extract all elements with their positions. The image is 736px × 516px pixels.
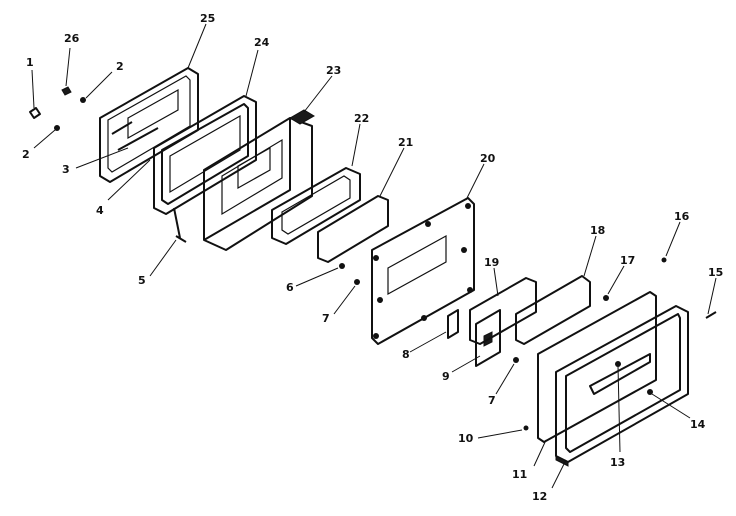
rod-part-15: [705, 277, 717, 319]
callout-12: 12: [532, 490, 547, 503]
screw-part-17: [603, 265, 625, 301]
outer-glass-part-11: [533, 291, 657, 467]
callout-4: 4: [96, 204, 104, 217]
callout-15: 15: [708, 266, 723, 279]
callout-19: 19: [484, 256, 499, 269]
screw-part-10: [477, 425, 529, 439]
clip-part-2-upper: [80, 71, 113, 103]
callout-2-lower: 2: [22, 148, 30, 161]
callout-23: 23: [326, 64, 341, 77]
callout-11: 11: [512, 468, 527, 481]
callout-13: 13: [610, 456, 625, 469]
callout-24: 24: [254, 36, 270, 49]
insulation-part-19: [469, 267, 537, 345]
callout-25: 25: [200, 12, 215, 25]
callout-1: 1: [26, 56, 34, 69]
callout-10: 10: [458, 432, 474, 445]
screw-part-26: [61, 47, 72, 96]
hinge-part-9: [451, 309, 501, 373]
screw-part-16: [661, 221, 681, 263]
bracket-part-8: [409, 309, 459, 353]
callout-22: 22: [354, 112, 369, 125]
callout-5: 5: [138, 274, 146, 287]
glass-panel-part-21: [317, 147, 405, 263]
callout-17: 17: [620, 254, 635, 267]
screw-part-6: [295, 263, 345, 287]
callout-16: 16: [674, 210, 690, 223]
leader-part-3: [75, 147, 129, 169]
leader-part-4: [107, 159, 151, 201]
window-frame-part-22: [271, 123, 361, 245]
callout-7-lower: 7: [488, 394, 496, 407]
screw-part-1: [29, 69, 41, 119]
callout-21: 21: [398, 136, 413, 149]
callout-2-upper: 2: [116, 60, 124, 73]
inner-door-box-part-23: [173, 75, 333, 251]
insulation-pad-part-18: [515, 235, 597, 345]
callout-7-upper: 7: [322, 312, 330, 325]
callout-14: 14: [690, 418, 706, 431]
handle-part-14: [589, 353, 691, 419]
handle-mount-part-13: [615, 361, 621, 453]
leader-part-5: [149, 239, 177, 277]
callout-26: 26: [64, 32, 80, 45]
callout-3: 3: [62, 163, 70, 176]
clip-part-2-lower: [33, 125, 60, 149]
screw-part-7-upper: [333, 279, 360, 315]
screw-part-7-lower: [495, 357, 519, 395]
gasket-frame-part-24: [153, 49, 259, 215]
callout-20: 20: [480, 152, 496, 165]
callout-6: 6: [286, 281, 294, 294]
door-liner-part-20: [371, 163, 485, 345]
outer-door-frame-part-12: [551, 305, 689, 489]
callout-9: 9: [442, 370, 450, 383]
callout-18: 18: [590, 224, 605, 237]
callout-8: 8: [402, 348, 410, 361]
